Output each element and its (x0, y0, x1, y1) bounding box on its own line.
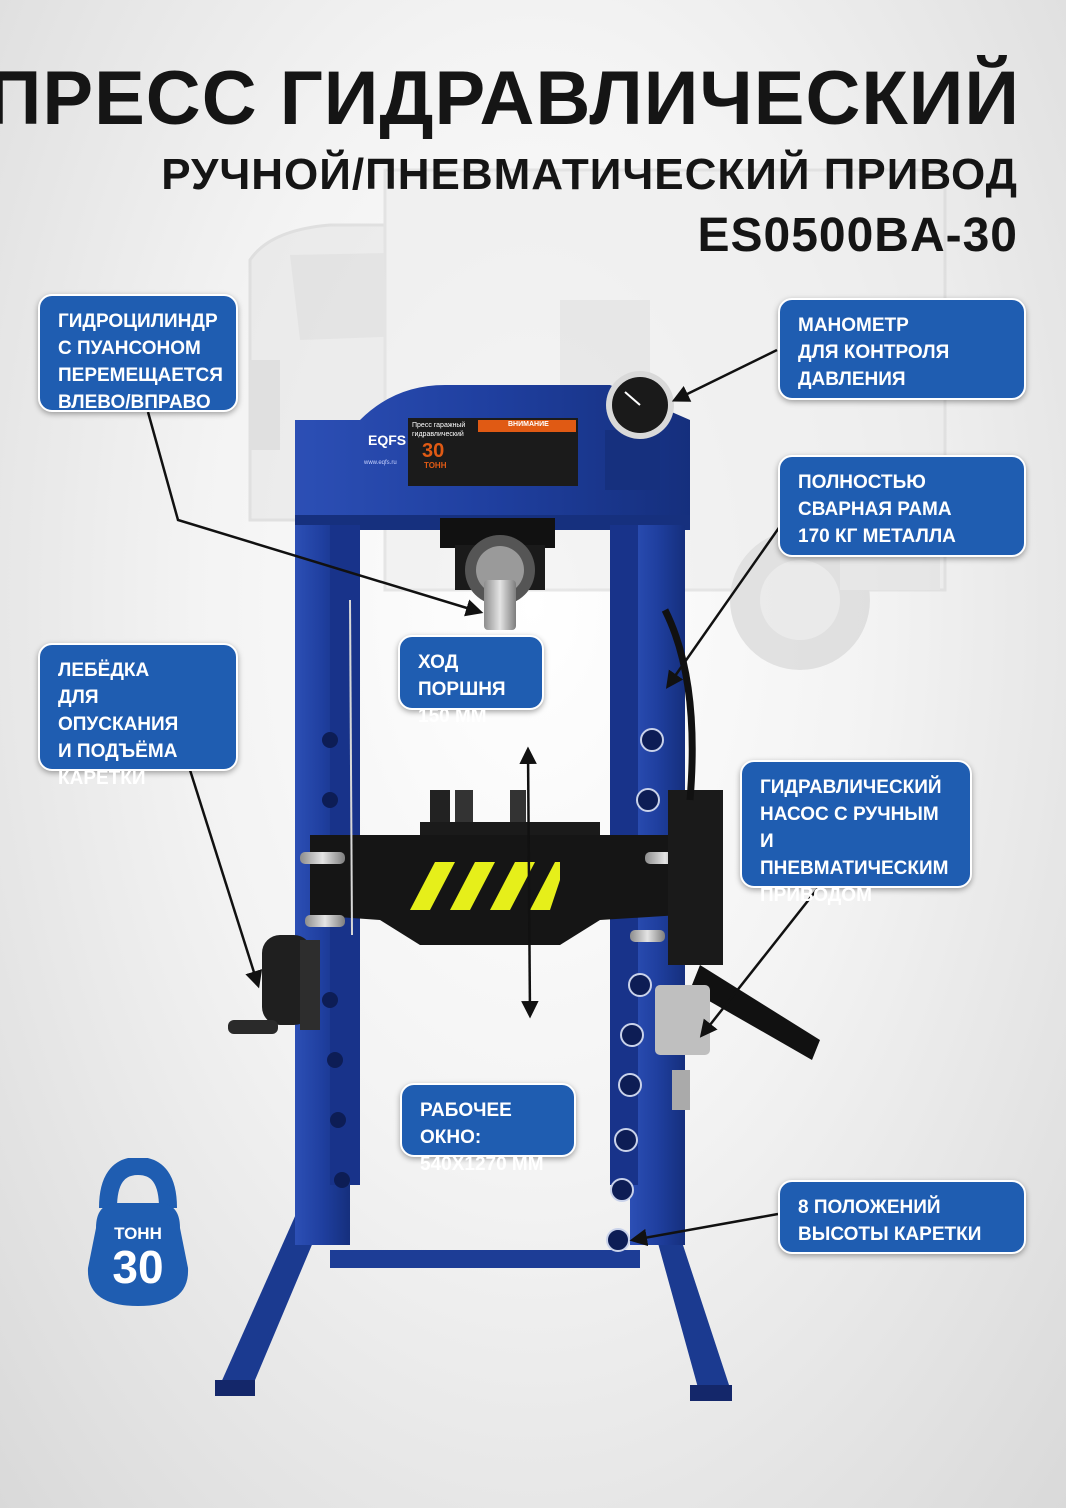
kettlebell-icon (87, 1156, 189, 1306)
title-line-drive: РУЧНОЙ/ПНЕВМАТИЧЕСКИЙ ПРИВОД (161, 150, 1018, 199)
callout-gauge: МАНОМЕТР ДЛЯ КОНТРОЛЯ ДАВЛЕНИЯ (778, 298, 1026, 400)
plate-product-name: Пресс гаражный гидравлический (412, 422, 466, 438)
brand-site-text: www.eqfs.ru (364, 460, 397, 466)
callout-frame: ПОЛНОСТЬЮ СВАРНАЯ РАМА 170 КГ МЕТАЛЛА (778, 455, 1026, 557)
callout-winch: ЛЕБЁДКА ДЛЯ ОПУСКАНИЯ И ПОДЪЁМА КАРЕТКИ (38, 643, 238, 789)
callout-piston-stroke: ХОД ПОРШНЯ 150 ММ (398, 635, 544, 727)
title-line-main: ПРЕСС ГИДРАВЛИЧЕСКИЙ (0, 56, 1020, 141)
callout-work-window: РАБОЧЕЕ ОКНО: 540X1270 ММ (400, 1083, 576, 1175)
callout-carriage-positions: 8 ПОЛОЖЕНИЙ ВЫСОТЫ КАРЕТКИ (778, 1180, 1026, 1254)
plate-tons-value: 30 (422, 440, 445, 462)
plate-tons-unit: ТОНН (424, 461, 447, 470)
brand-logo-text: EQFS (368, 432, 407, 448)
callout-cylinder: ГИДРОЦИЛИНДР С ПУАНСОНОМ ПЕРЕМЕЩАЕТСЯ ВЛ… (38, 294, 238, 413)
badge-capacity-value: 30 (112, 1241, 164, 1293)
plate-warning-label: ВНИМАНИЕ (508, 421, 549, 428)
capacity-badge: ТОНН 30 (78, 1156, 198, 1308)
title-model-number: ES0500BA-30 (697, 209, 1018, 262)
callout-pump: ГИДРАВЛИЧЕСКИЙ НАСОС С РУЧНЫМ И ПНЕВМАТИ… (740, 760, 972, 906)
badge-unit-label: ТОНН (114, 1224, 162, 1243)
